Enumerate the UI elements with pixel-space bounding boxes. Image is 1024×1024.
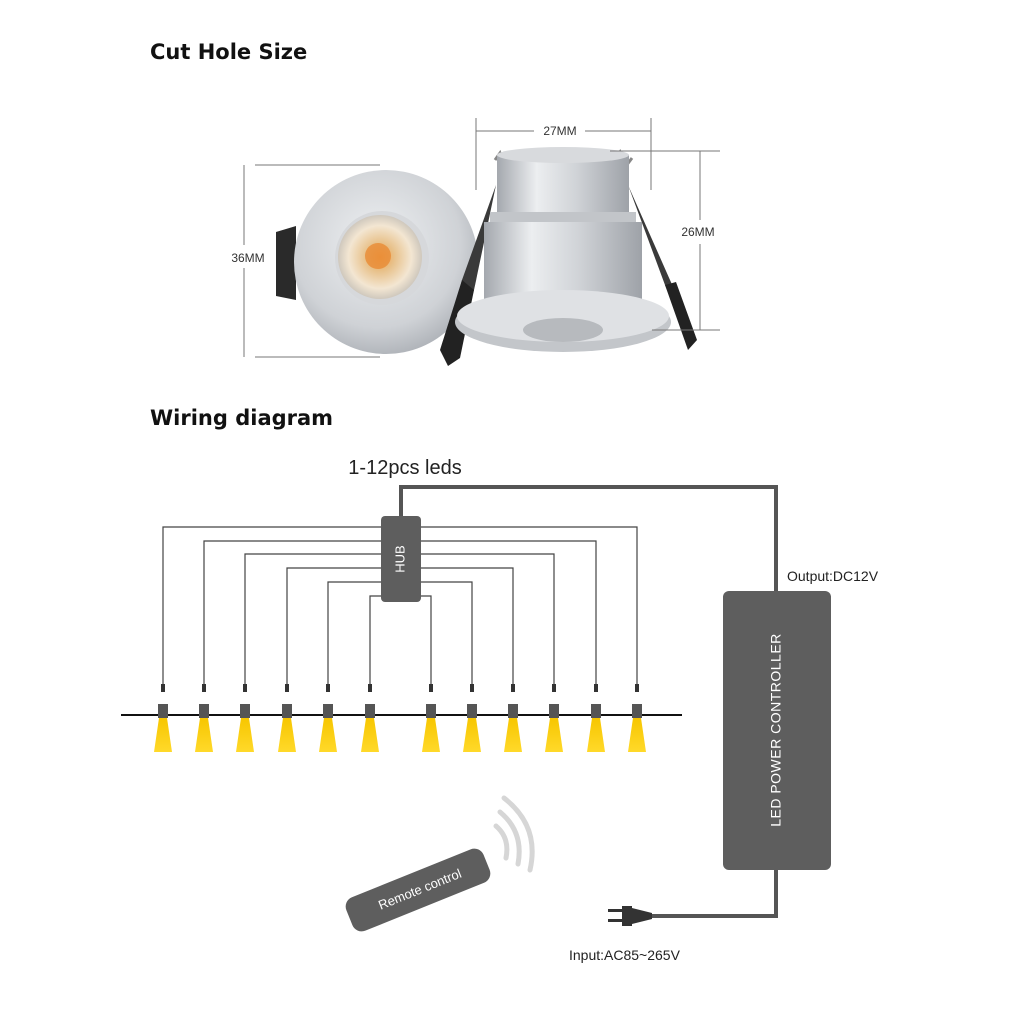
branch-wire — [203, 540, 381, 690]
height-dimension-label: 26MM — [681, 225, 714, 239]
width-dimension-label: 27MM — [543, 124, 576, 138]
led-fixture — [154, 684, 172, 752]
cut-hole-title: Cut Hole Size — [150, 40, 308, 64]
dimension-lines — [243, 118, 720, 358]
input-wire — [652, 870, 778, 918]
branch-wire — [327, 581, 381, 690]
branch-wire — [369, 595, 381, 690]
led-fixture — [504, 684, 522, 752]
branch-wire — [244, 553, 381, 690]
input-label: Input:AC85~265V — [569, 947, 681, 963]
branch-wire — [421, 567, 514, 690]
branch-wire — [421, 526, 638, 690]
led-fixture — [195, 684, 213, 752]
output-label: Output:DC12V — [787, 568, 879, 584]
light-front-view — [276, 170, 478, 354]
branch-wire — [286, 567, 381, 690]
branch-wire — [421, 553, 555, 690]
led-power-controller: LED POWER CONTROLLER — [723, 591, 831, 870]
led-fixture — [278, 684, 296, 752]
light-side-view — [440, 147, 697, 366]
led-fixture — [628, 684, 646, 752]
branch-wire — [421, 581, 473, 690]
led-fixtures — [154, 684, 646, 752]
branch-wire — [421, 595, 432, 690]
led-fixture — [236, 684, 254, 752]
branch-wire — [421, 540, 597, 690]
controller-label: LED POWER CONTROLLER — [768, 633, 784, 827]
leds-count-label: 1-12pcs leds — [348, 457, 461, 479]
branch-wire — [162, 526, 381, 690]
power-plug-icon — [608, 906, 652, 926]
led-fixture — [422, 684, 440, 752]
led-fixture — [319, 684, 337, 752]
product-illustration: 27MM 26MM 36MM — [231, 118, 720, 366]
led-branch-wires — [162, 526, 638, 690]
wiring-title: Wiring diagram — [150, 406, 334, 430]
supply-wire — [399, 485, 778, 592]
diameter-dimension-label: 36MM — [231, 251, 264, 265]
led-fixture — [545, 684, 563, 752]
led-fixture — [361, 684, 379, 752]
hub-box: HUB — [381, 516, 421, 602]
hub-label: HUB — [392, 545, 407, 572]
led-fixture — [587, 684, 605, 752]
led-fixture — [463, 684, 481, 752]
wireless-signal-icon — [493, 795, 535, 873]
remote-control: Remote control — [345, 795, 535, 932]
